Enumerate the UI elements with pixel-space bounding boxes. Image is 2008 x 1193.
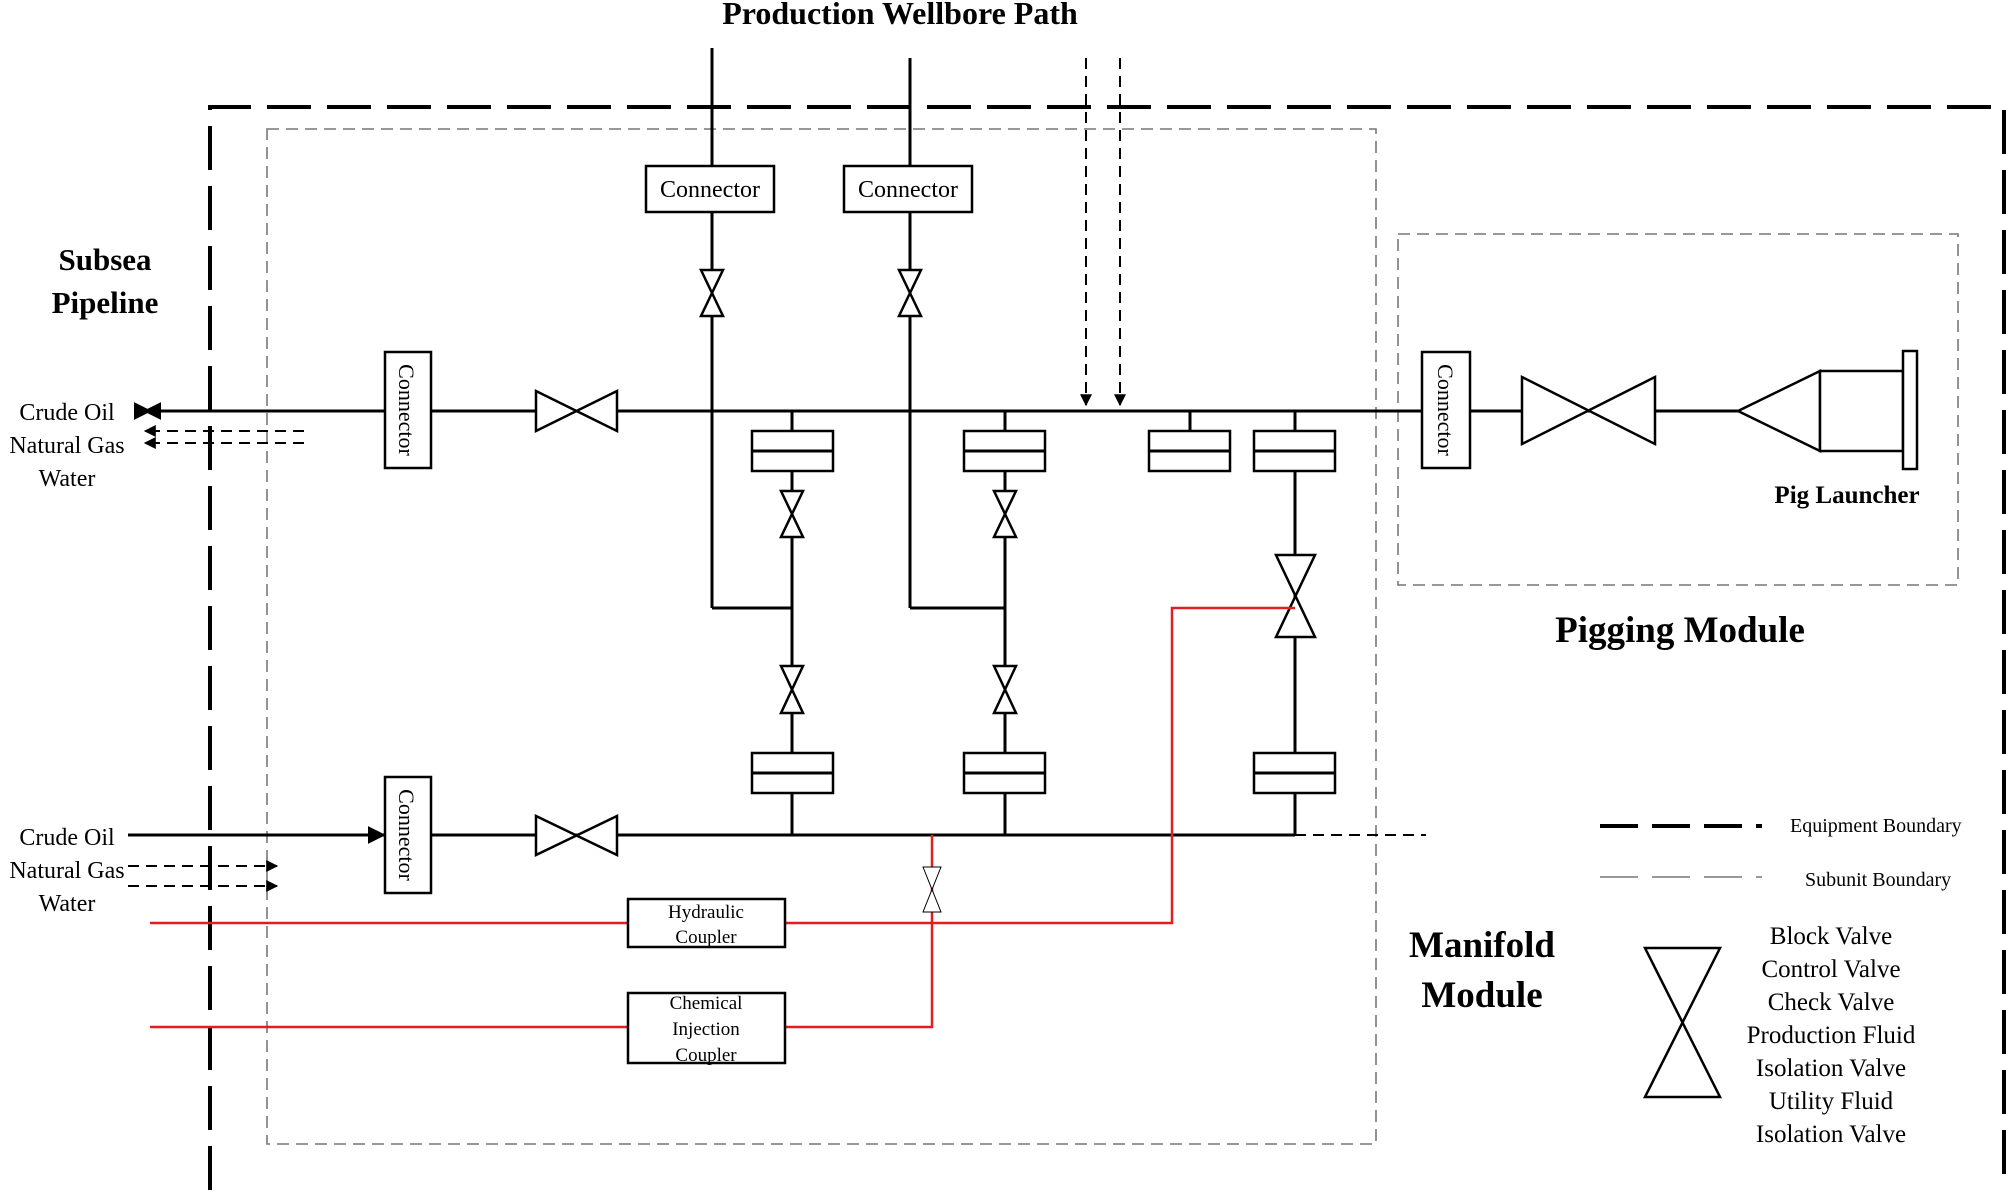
connector-lower-left — [383, 775, 433, 895]
pig-launcher-nozzle — [1735, 368, 1822, 454]
valve-branch-2-lower — [992, 664, 1018, 715]
fluid-in-water: Water — [39, 891, 96, 917]
chemical-coupler-label-line-1: Chemical — [670, 993, 743, 1014]
chemical-injection-coupler — [626, 991, 787, 1065]
pig-launcher-end-cap — [1901, 349, 1919, 471]
branch-1-lower-flange — [750, 751, 835, 795]
legend-equipment-boundary-label: Equipment Boundary — [1790, 815, 1962, 837]
connector-top-2 — [842, 164, 974, 214]
legend-valve-type-4: Production Fluid — [1747, 1022, 1916, 1049]
hydraulic-coupler-label-line-2: Coupler — [675, 927, 737, 948]
legend-valve-type-2: Control Valve — [1761, 956, 1900, 983]
pig-launcher-label: Pig Launcher — [1774, 482, 1919, 509]
fluid-out-natural-gas: Natural Gas — [9, 433, 124, 459]
subsea-pipeline-label-line-2: Pipeline — [52, 285, 159, 320]
manifold-module-label-line-1: Manifold — [1409, 925, 1555, 966]
valve-branch-3 — [1274, 553, 1317, 639]
fluid-out-crude-oil: Crude Oil — [19, 400, 115, 426]
fluid-in-crude-oil: Crude Oil — [19, 825, 115, 851]
legend-subunit-boundary-label: Subunit Boundary — [1805, 869, 1951, 891]
manifold-module-label-line-2: Module — [1421, 975, 1542, 1016]
valve-branch-1-lower — [779, 664, 805, 715]
diagram-title: Production Wellbore Path — [722, 0, 1078, 31]
valve-utility — [922, 866, 942, 913]
valve-upper-left — [534, 388, 619, 434]
branch-2-upper-flange — [962, 429, 1047, 473]
connector-upper-left — [383, 350, 433, 470]
fluid-in-natural-gas: Natural Gas — [9, 858, 124, 884]
pig-launcher-barrel — [1818, 369, 1905, 453]
chemical-coupler-label-line-2: Injection — [672, 1019, 740, 1040]
manifold-subunit-boundary — [266, 128, 1377, 1145]
branch-3-upper-flange — [1252, 429, 1337, 473]
hydraulic-return-line — [785, 606, 1295, 925]
valve-branch-2-upper — [992, 489, 1018, 539]
branch-1-upper-flange — [750, 429, 835, 473]
chemical-coupler-label-line-3: Coupler — [675, 1045, 737, 1066]
legend-valve-type-1: Block Valve — [1770, 923, 1892, 950]
legend-valve-type-6: Utility Fluid — [1769, 1088, 1894, 1115]
hydraulic-coupler — [626, 897, 787, 949]
valve-lower-left — [534, 814, 619, 857]
pigging-module-label: Pigging Module — [1555, 610, 1805, 651]
flange-3 — [1147, 429, 1232, 473]
chemical-return-line — [785, 835, 934, 1029]
equipment-boundary — [208, 105, 2006, 1190]
legend-valve-type-5: Isolation Valve — [1756, 1055, 1906, 1082]
connector-pigging-label: Connector — [1433, 364, 1458, 456]
connector-top-1-label: Connector — [660, 177, 760, 203]
fluid-out-water: Water — [39, 466, 96, 492]
legend: Equipment Boundary Subunit Boundary Bloc… — [1600, 815, 1962, 1148]
legend-valve-type-7: Isolation Valve — [1756, 1121, 1906, 1148]
branch-2-lower-flange — [962, 751, 1047, 795]
connector-top-1 — [644, 164, 776, 214]
valve-pigging — [1520, 374, 1657, 447]
connector-lower-left-label: Connector — [394, 789, 419, 881]
connector-pigging — [1420, 350, 1472, 470]
legend-valve-type-3: Check Valve — [1768, 989, 1895, 1016]
valve-wellbore-1 — [699, 268, 725, 318]
connector-upper-left-label: Connector — [394, 364, 419, 456]
subsea-pipeline-label-line-1: Subsea — [58, 242, 152, 277]
branch-3-lower-flange — [1252, 751, 1337, 795]
valve-branch-1-upper — [779, 489, 805, 539]
connector-top-2-label: Connector — [858, 177, 958, 203]
valve-wellbore-2 — [897, 268, 923, 318]
legend-valve-symbol — [1642, 946, 1723, 1099]
hydraulic-coupler-label-line-1: Hydraulic — [668, 902, 744, 923]
